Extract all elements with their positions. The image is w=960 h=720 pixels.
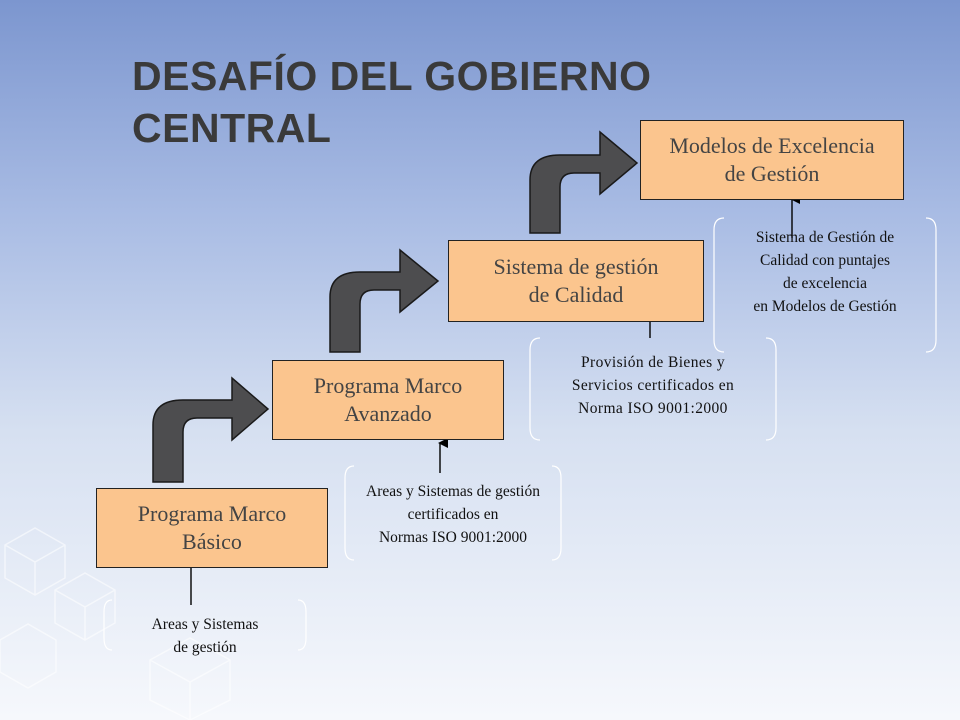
note-excelencia: Sistema de Gestión de Calidad con puntaj… bbox=[714, 226, 936, 318]
note-line: Calidad con puntajes bbox=[760, 252, 890, 269]
step-label-line1: Programa Marco bbox=[313, 373, 463, 398]
step-box-calidad: Sistema de gestión de Calidad bbox=[448, 240, 704, 322]
step-label-line2: de Gestión bbox=[724, 161, 820, 186]
note-line: certificados en bbox=[407, 506, 499, 523]
step-label-line1: Programa Marco bbox=[137, 501, 287, 526]
decorative-cubes bbox=[0, 527, 231, 720]
note-line: Norma ISO 9001:2000 bbox=[578, 400, 728, 417]
step-arrows bbox=[152, 130, 639, 483]
note-line: en Modelos de Gestión bbox=[753, 298, 897, 315]
note-line: Normas ISO 9001:2000 bbox=[378, 529, 528, 546]
note-line: Servicios certificados en bbox=[571, 377, 735, 394]
step-label-line2: Avanzado bbox=[344, 401, 432, 426]
note-basico: Areas y Sistemas de gestión bbox=[104, 613, 306, 659]
step-arrow-2 bbox=[329, 248, 440, 353]
step-box-excelencia: Modelos de Excelencia de Gestión bbox=[640, 120, 904, 200]
note-calidad: Provisión de Bienes y Servicios certific… bbox=[530, 351, 776, 420]
note-line: de gestión bbox=[173, 639, 237, 656]
step-label-line1: Sistema de gestión bbox=[493, 254, 659, 279]
step-arrow-3 bbox=[529, 130, 639, 234]
note-line: Areas y Sistemas de gestión bbox=[366, 483, 540, 500]
step-arrow-1 bbox=[152, 376, 270, 483]
note-frames bbox=[103, 217, 937, 651]
step-label-line2: de Calidad bbox=[528, 282, 624, 307]
note-line: Areas y Sistemas bbox=[151, 616, 259, 633]
note-line: Sistema de Gestión de bbox=[755, 229, 895, 246]
note-line: Provisión de Bienes y bbox=[580, 354, 726, 371]
note-line: de excelencia bbox=[783, 275, 867, 292]
page-title: DESAFÍO DEL GOBIERNO CENTRAL bbox=[132, 53, 652, 151]
step-label-line2: Básico bbox=[182, 529, 242, 554]
step-label-line1: Modelos de Excelencia bbox=[669, 133, 875, 158]
note-avanzado: Areas y Sistemas de gestión certificados… bbox=[330, 480, 576, 549]
